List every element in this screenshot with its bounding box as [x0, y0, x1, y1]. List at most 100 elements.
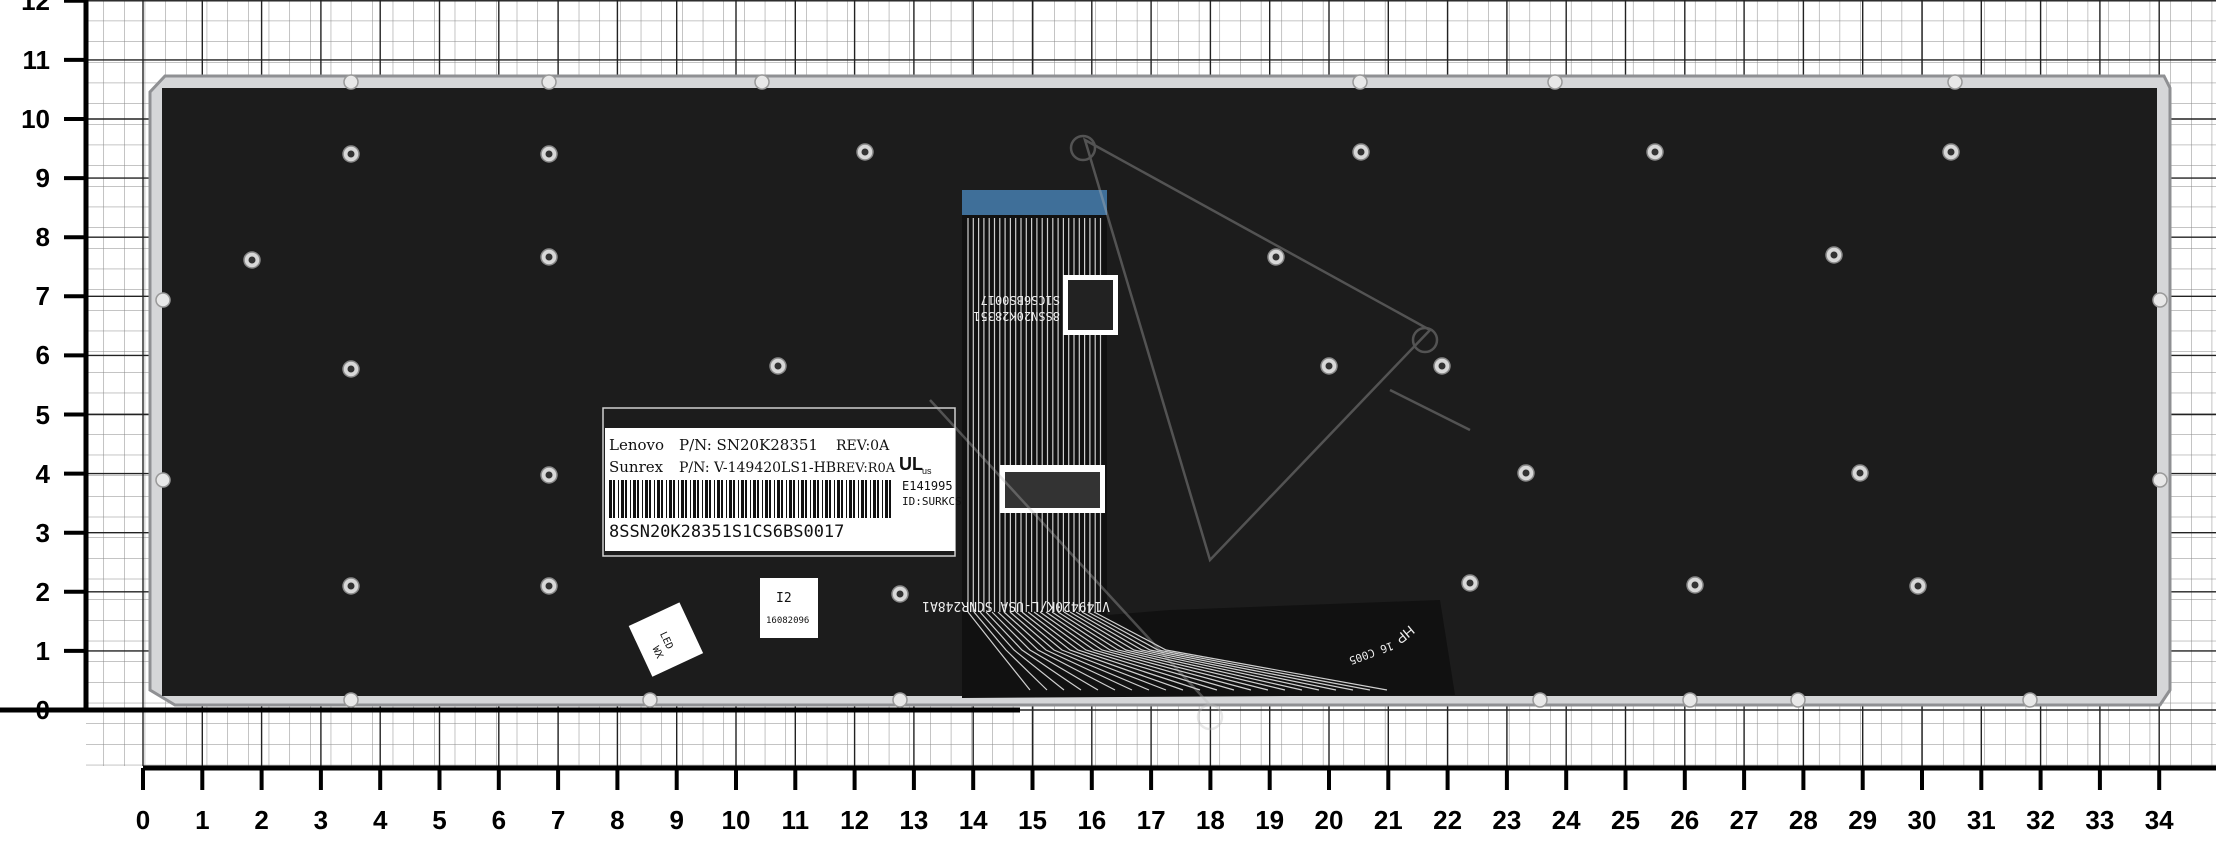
screw-hole	[1320, 357, 1338, 375]
x-axis-label: 7	[550, 805, 566, 835]
y-axis-label: 11	[22, 44, 51, 75]
frame-tab	[155, 472, 171, 488]
x-axis-label: 23	[1492, 805, 1522, 835]
x-axis-label: 5	[432, 805, 447, 835]
i2-sticker: I2 16082096	[760, 578, 818, 638]
x-axis-label: 31	[1966, 805, 1996, 835]
screw-hole	[1352, 143, 1370, 161]
part-label: Lenovo P/N: SN20K28351 REV:0A Sunrex P/N…	[602, 407, 962, 557]
watermark	[929, 134, 1471, 731]
sticker-date: 16082096	[766, 616, 809, 626]
x-axis-label: 9	[669, 805, 684, 835]
x-axis-label: 12	[840, 805, 870, 835]
barcode	[609, 480, 891, 518]
x-axis-label: 13	[899, 805, 929, 835]
screw-hole	[856, 143, 874, 161]
screw-hole	[891, 585, 909, 603]
frame-tab	[754, 74, 770, 90]
x-axis-label: 10	[721, 805, 751, 835]
frame-tab	[2022, 692, 2038, 708]
label-part-number: P/N: SN20K28351	[679, 436, 818, 454]
screw-hole	[540, 466, 558, 484]
screw-hole	[342, 577, 360, 595]
sticker-code: I2	[776, 591, 792, 606]
y-axis-label: 8	[35, 222, 50, 253]
frame-tab	[892, 692, 908, 708]
y-axis-label: 7	[35, 281, 50, 312]
y-axis-label: 2	[35, 576, 50, 607]
screw-hole	[540, 248, 558, 266]
frame-tab	[1547, 74, 1563, 90]
screw-hole	[342, 145, 360, 163]
frame-tab	[642, 692, 658, 708]
qr-code	[1068, 280, 1113, 330]
frame-tab	[1532, 692, 1548, 708]
x-axis-label: 17	[1136, 805, 1166, 835]
screw-hole	[540, 145, 558, 163]
y-axis-label: 4	[35, 458, 50, 489]
ul-logo: UL	[899, 454, 923, 474]
x-axis-label: 33	[2085, 805, 2115, 835]
x-axis-label: 32	[2026, 805, 2056, 835]
ul-suffix: us	[922, 466, 932, 476]
label-vendor-part-number: P/N: V-149420LS1-HB	[679, 460, 836, 476]
frame-tab	[541, 74, 557, 90]
x-axis-label: 24	[1551, 805, 1581, 835]
x-axis-label: 14	[958, 805, 988, 835]
keyboard-backplate	[162, 88, 2157, 696]
qr-code	[1005, 472, 1100, 508]
x-axis-label: 8	[610, 805, 625, 835]
screw-holes	[155, 74, 2168, 708]
screw-hole	[1646, 143, 1664, 161]
label-brand-lenovo: Lenovo	[609, 436, 664, 454]
x-axis-label: 20	[1314, 805, 1344, 835]
frame-tab	[1352, 74, 1368, 90]
y-axis-label: 5	[35, 399, 50, 430]
frame-tab	[1682, 692, 1698, 708]
x-axis-label: 25	[1611, 805, 1640, 835]
screw-hole	[1517, 464, 1535, 482]
ruler-axes	[0, 0, 2216, 790]
cable-vendor-text: V149420K/L-USA SCNR248A1	[922, 598, 1110, 613]
frame-tab	[1947, 74, 1963, 90]
led-sticker: LED WX	[628, 602, 704, 677]
y-axis-label: 6	[35, 340, 50, 371]
screw-hole	[243, 251, 261, 269]
x-axis-label: 26	[1670, 805, 1700, 835]
screw-hole	[1433, 357, 1451, 375]
x-axis-label: 3	[313, 805, 329, 835]
screw-hole	[1825, 246, 1843, 264]
screw-hole	[1942, 143, 1960, 161]
qr-top-line2: S1CS6BS0017	[981, 293, 1060, 307]
x-axis-label: 2	[254, 805, 269, 835]
x-axis-label: 18	[1195, 805, 1225, 835]
x-axis-label: 21	[1373, 805, 1403, 835]
cert-number: E141995	[902, 479, 953, 493]
y-axis-label: 3	[35, 517, 50, 548]
x-axis-label: 22	[1433, 805, 1463, 835]
x-axis-label: 29	[1848, 805, 1878, 835]
ribbon-cable: V149420K/L-USA SCNR248A1 HP 16 C005 8SSN…	[922, 190, 1455, 698]
screw-hole	[769, 357, 787, 375]
screw-hole	[540, 577, 558, 595]
qr-top-line1: 8SSN20K28351	[973, 309, 1060, 323]
frame-tab	[2152, 472, 2168, 488]
x-axis-label: 15	[1018, 805, 1047, 835]
led-sticker-line2: WX	[650, 645, 665, 661]
screw-hole	[1686, 576, 1704, 594]
x-axis-label: 16	[1077, 805, 1107, 835]
x-axis-label: 4	[372, 805, 388, 835]
label-revision: REV:0A	[836, 438, 890, 454]
x-axis-label: 0	[135, 805, 151, 835]
screw-hole	[1851, 464, 1869, 482]
x-axis-label: 27	[1729, 805, 1759, 835]
frame-tab	[2152, 292, 2168, 308]
frame-tab	[343, 692, 359, 708]
screw-hole	[1267, 248, 1285, 266]
y-axis-label: 1	[35, 635, 50, 666]
frame-tab	[155, 292, 171, 308]
x-axis-label: 30	[1907, 805, 1937, 835]
frame-tab	[343, 74, 359, 90]
x-axis-label: 1	[195, 805, 210, 835]
